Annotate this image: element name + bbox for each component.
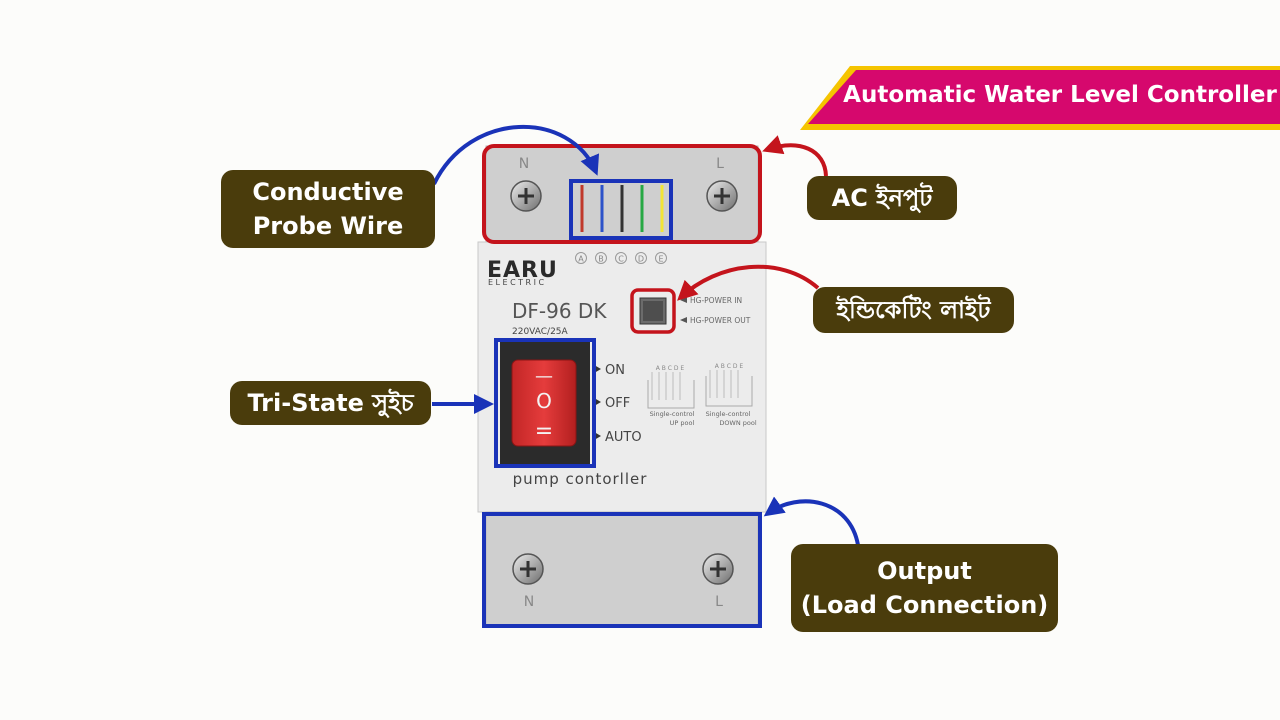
indicator-highlight	[630, 288, 676, 334]
callout-probe-wire: Conductive Probe Wire	[221, 170, 435, 248]
screw-bottom-n	[512, 553, 544, 585]
output-arrow	[763, 496, 860, 546]
pool-diagram-up: A B C D E Single-control UP pool	[647, 365, 695, 427]
svg-text:Single-control: Single-control	[650, 410, 695, 418]
probe-wire-arrow	[432, 125, 600, 185]
indicator-arrow	[677, 264, 820, 301]
bottom-terminal-l-label: L	[715, 594, 723, 610]
switch-label-on: ON	[605, 363, 625, 378]
output-highlight	[482, 512, 762, 628]
probe-letter-ring-d	[635, 252, 647, 264]
switch-symbol-bottom: =	[535, 419, 553, 444]
callout-ac-input: AC ইনপুট	[807, 176, 957, 220]
callout-probe-wire-line2: Probe Wire	[252, 212, 404, 240]
top-terminal-n-label: N	[519, 156, 529, 172]
callout-tri-state-switch: Tri-State সুইচ	[230, 381, 431, 425]
title-banner	[800, 66, 1280, 130]
screw-bottom-l	[702, 553, 734, 585]
pool-diagram-down: A B C D E Single-control DOWN pool	[705, 363, 757, 427]
probe-letter-ring-a	[575, 252, 587, 264]
device-footer-label: pump contorller	[513, 470, 648, 488]
probe-letter-b: B	[598, 255, 604, 264]
switch-highlight	[494, 338, 596, 468]
svg-text:A B C D E: A B C D E	[656, 365, 685, 372]
ac-input-arrow	[762, 135, 828, 177]
brand-subtitle: ELECTRIC	[488, 278, 547, 287]
tri-state-rocker-switch: — O =	[500, 342, 590, 464]
callout-output-line1: Output	[877, 557, 972, 585]
callout-indicator-light: ইন্ডিকেটিং লাইট	[813, 287, 1014, 333]
bottom-terminal-n-label: N	[524, 594, 534, 610]
model-number: DF-96 DK	[512, 299, 607, 323]
probe-letter-e: E	[658, 255, 663, 264]
probe-letter-row: A B C D E	[575, 252, 667, 264]
ac-input-highlight	[482, 144, 762, 244]
probe-letter-a: A	[578, 255, 584, 264]
callout-output: Output (Load Connection)	[791, 544, 1058, 632]
screw-top-n	[510, 180, 542, 212]
switch-label-auto: AUTO	[605, 430, 642, 445]
probe-letter-c: C	[618, 255, 624, 264]
probe-letter-ring-b	[595, 252, 607, 264]
callout-output-line2: (Load Connection)	[800, 591, 1049, 619]
switch-pointer-icons	[595, 365, 601, 440]
callout-probe-wire-line1: Conductive	[252, 178, 404, 206]
banner-title: Automatic Water Level Controller	[843, 82, 1277, 108]
probe-wires	[580, 185, 664, 232]
svg-text:DOWN pool: DOWN pool	[719, 419, 757, 427]
probe-letter-d: D	[638, 255, 644, 264]
switch-symbol-top: —	[535, 366, 553, 387]
indicator-label-in: HG-POWER IN	[690, 296, 742, 305]
screw-top-l	[706, 180, 738, 212]
top-terminal-l-label: L	[716, 156, 724, 172]
switch-symbol-mid: O	[536, 389, 552, 413]
indicator-light	[639, 297, 667, 325]
indicator-label-out: HG-POWER OUT	[690, 316, 751, 325]
svg-text:Single-control: Single-control	[706, 410, 751, 418]
probe-wire-highlight	[569, 179, 673, 240]
rating-label: 220VAC/25A	[512, 327, 569, 337]
switch-label-off: OFF	[605, 396, 630, 411]
brand-logo: EARU	[487, 258, 558, 283]
probe-letter-ring-c	[615, 252, 627, 264]
svg-text:A B C D E: A B C D E	[715, 363, 744, 370]
svg-text:UP pool: UP pool	[670, 419, 695, 427]
probe-letter-ring-e	[655, 252, 667, 264]
